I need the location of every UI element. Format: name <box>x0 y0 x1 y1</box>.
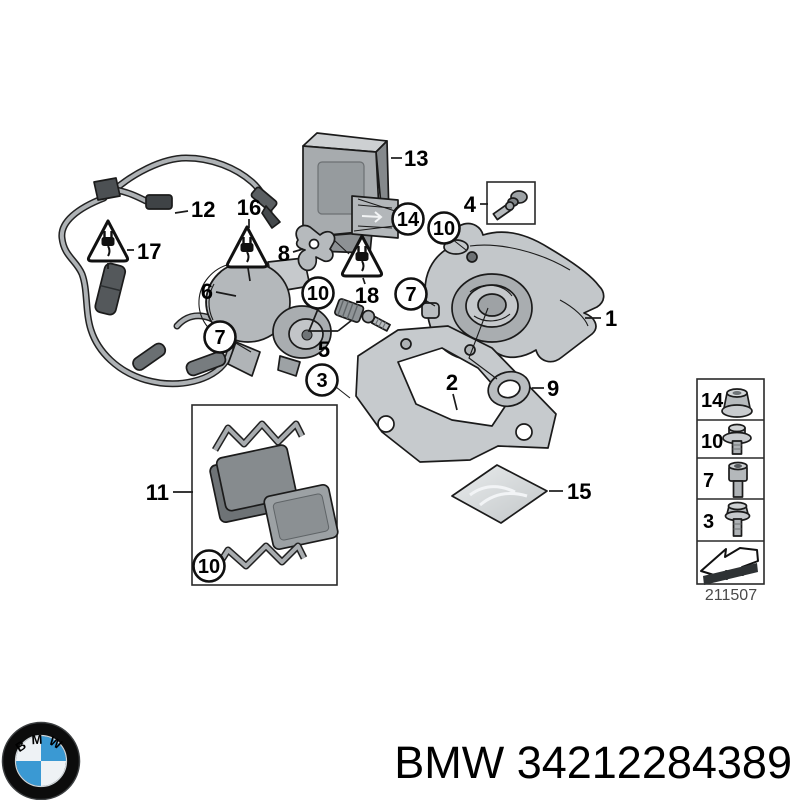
grease-pouch <box>451 464 548 524</box>
part-number-text: BMW 34212284389 <box>394 737 792 788</box>
svg-text:3: 3 <box>316 370 327 392</box>
caliper-lug <box>421 302 440 319</box>
part-label-1: 1 <box>605 306 617 331</box>
warning-plug-triangle-icon <box>225 225 269 269</box>
cable-sleeve <box>185 351 227 377</box>
circled-callout-10: 10 <box>427 211 461 245</box>
sensor-tip <box>261 205 281 229</box>
svg-text:7: 7 <box>214 327 225 349</box>
pad-retaining-spring <box>213 422 304 452</box>
cable-elbow-connector <box>93 177 121 201</box>
svg-text:14: 14 <box>397 209 420 231</box>
socket-head-bolt-icon <box>728 461 748 498</box>
circled-callouts: 3 7 7 10 10 10 14 <box>192 202 461 583</box>
part-label-6: 6 <box>201 279 213 304</box>
brake-caliper <box>421 222 605 363</box>
svg-text:7: 7 <box>405 284 416 306</box>
holder-bracket <box>295 224 336 272</box>
sensor-plug-connector <box>145 194 173 210</box>
part-label-8: 8 <box>278 241 290 266</box>
part-labels: 1 2 4 5 6 8 9 11 12 13 15 16 17 18 <box>137 146 617 505</box>
part-label-18: 18 <box>355 283 379 308</box>
bmw-roundel-logo: BMW <box>1 721 81 800</box>
part-label-9: 9 <box>547 376 559 401</box>
part-label-16: 16 <box>237 195 261 220</box>
svg-text:10: 10 <box>433 218 455 240</box>
cable-sleeve <box>132 342 167 371</box>
legend-row-label: 14 <box>701 390 724 412</box>
warning-plug-triangle-icon <box>86 219 130 263</box>
parking-brake-control-module <box>302 132 399 254</box>
flange-nut-icon <box>721 388 753 418</box>
brake-pad-wear-sensor-cable <box>58 154 281 388</box>
circled-callout-7: 7 <box>394 277 428 311</box>
part-label-4: 4 <box>464 192 477 217</box>
legend-row-label: 7 <box>703 470 714 492</box>
circled-callout-14: 14 <box>391 202 425 236</box>
image-code: 211507 <box>705 587 757 604</box>
svg-text:10: 10 <box>198 556 220 578</box>
inline-connector <box>94 262 127 316</box>
sensor-tip-sleeve <box>250 186 278 212</box>
guide-bushing-and-screw <box>334 298 391 332</box>
circled-callout-3: 3 <box>305 363 339 397</box>
piston-seal-ring <box>487 370 531 408</box>
bleeder-screw <box>492 201 515 221</box>
circled-callout-7: 7 <box>203 320 237 354</box>
direction-arrow-icon <box>700 547 759 585</box>
legend-row-label: 3 <box>703 511 714 533</box>
part-label-15: 15 <box>567 479 591 504</box>
circled-callout-10: 10 <box>192 549 226 583</box>
circled-callout-10: 10 <box>301 276 335 310</box>
fastener-legend: 14 10 7 3 <box>696 378 765 604</box>
part-label-13: 13 <box>404 146 428 171</box>
part-label-11: 11 <box>146 480 169 505</box>
bleeder-valve-box <box>486 181 536 225</box>
part-label-17: 17 <box>137 239 161 264</box>
guide-pin <box>466 251 478 263</box>
brake-pad <box>263 483 339 551</box>
hex-flange-bolt-icon <box>724 501 751 537</box>
part-label-2: 2 <box>446 370 458 395</box>
pad-retaining-spring <box>212 544 306 574</box>
svg-text:10: 10 <box>307 283 329 305</box>
part-label-12: 12 <box>191 197 215 222</box>
flange-bolt-icon <box>722 423 752 455</box>
part-label-5: 5 <box>318 337 330 362</box>
legend-row-label: 10 <box>701 431 723 453</box>
